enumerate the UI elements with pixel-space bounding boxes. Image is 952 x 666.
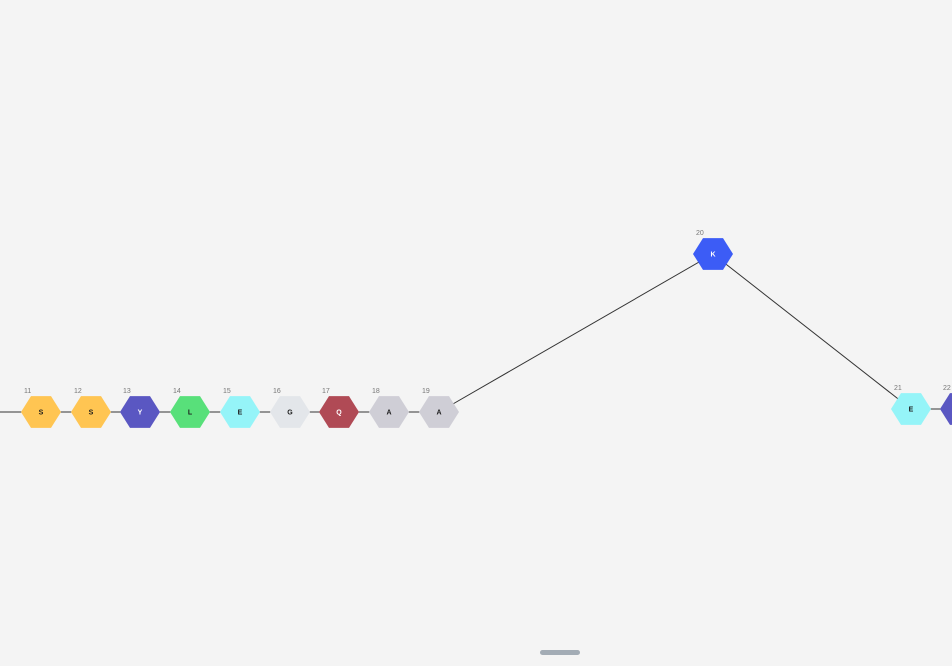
residue-link: [438, 253, 714, 413]
residue-hexagon[interactable]: [419, 396, 459, 428]
residue-letter: G: [287, 410, 293, 417]
residue-node[interactable]: E 21: [891, 385, 931, 425]
residue-hexagon[interactable]: [120, 396, 160, 428]
residue-index: 13: [123, 388, 131, 395]
residue-node[interactable]: Q 17: [319, 388, 359, 428]
residue-letter: E: [909, 407, 914, 414]
residue-hexagon[interactable]: [170, 396, 210, 428]
residue-hexagon[interactable]: [891, 393, 931, 425]
residue-node[interactable]: L 14: [170, 388, 210, 428]
residue-index: 20: [696, 230, 704, 237]
residue-index: 15: [223, 388, 231, 395]
residue-links: [0, 253, 952, 413]
residue-letter: L: [188, 410, 193, 417]
residue-hexagon[interactable]: [369, 396, 409, 428]
residue-node[interactable]: 22: [940, 385, 952, 425]
residue-hexagon[interactable]: [693, 238, 733, 270]
residue-node[interactable]: S 12: [71, 388, 111, 428]
residue-letter: Y: [138, 410, 143, 417]
residue-node[interactable]: A 19: [419, 388, 459, 428]
residue-link: [712, 253, 912, 410]
residue-index: 21: [894, 385, 902, 392]
residue-index: 16: [273, 388, 281, 395]
residue-letter: Q: [336, 410, 342, 417]
residue-node[interactable]: A 18: [369, 388, 409, 428]
residue-letter: S: [89, 410, 94, 417]
residue-index: 14: [173, 388, 181, 395]
residue-letter: E: [238, 410, 243, 417]
residue-node[interactable]: S 11: [21, 388, 61, 428]
residue-index: 18: [372, 388, 380, 395]
residue-node[interactable]: E 15: [220, 388, 260, 428]
residue-nodes: S 11S 12Y 13L 14E 15G 16Q 17A 18A 19 K 20E 21 22: [21, 230, 952, 428]
residue-node[interactable]: K 20: [693, 230, 733, 270]
residue-hexagon[interactable]: [940, 393, 952, 425]
residue-letter: A: [386, 410, 391, 417]
residue-index: 11: [24, 388, 31, 395]
residue-letter: K: [710, 252, 715, 259]
residue-hexagon[interactable]: [270, 396, 310, 428]
residue-node[interactable]: G 16: [270, 388, 310, 428]
residue-node[interactable]: Y 13: [120, 388, 160, 428]
residue-index: 19: [422, 388, 430, 395]
residue-index: 22: [943, 385, 951, 392]
residue-hexagon[interactable]: [71, 396, 111, 428]
horizontal-scroll-handle[interactable]: [540, 650, 580, 655]
residue-hexagon[interactable]: [220, 396, 260, 428]
residue-letter: A: [436, 410, 441, 417]
residue-index: 17: [322, 388, 330, 395]
residue-hexagon[interactable]: [319, 396, 359, 428]
residue-letter: S: [39, 410, 44, 417]
residue-hexagon[interactable]: [21, 396, 61, 428]
residue-index: 12: [74, 388, 82, 395]
